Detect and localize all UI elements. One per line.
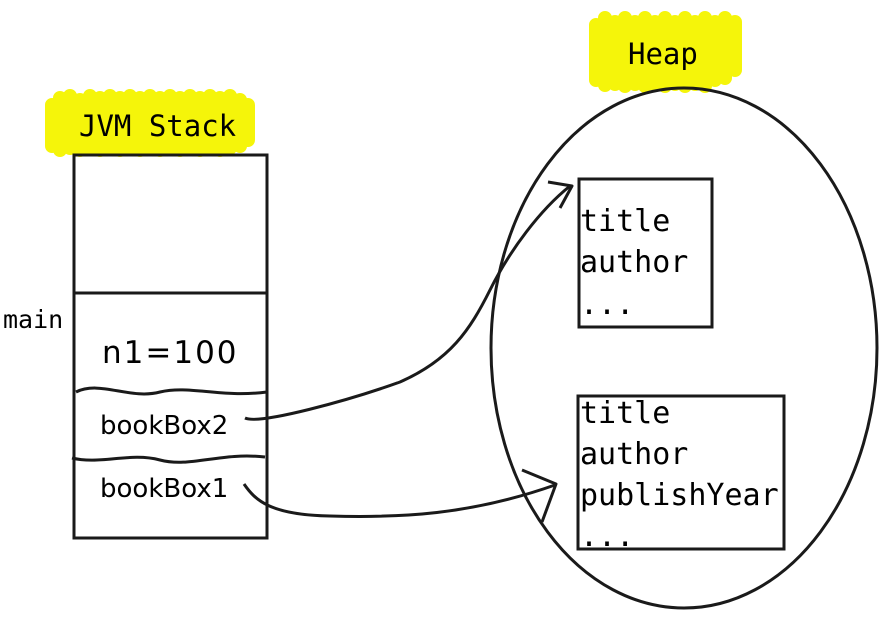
arrowhead-object2 — [521, 468, 558, 523]
arrow-bookBox1-to-object2 — [242, 483, 556, 518]
heap-title: Heap — [628, 37, 698, 71]
heap-object-2 — [576, 394, 786, 551]
object2-field: ... — [580, 519, 635, 554]
stack-var-bookBox1: bookBox1 — [100, 474, 229, 504]
wavy-separator-upper — [75, 386, 268, 396]
object2-field: author — [580, 437, 689, 472]
object2-field: publishYear — [580, 478, 779, 513]
stack-title-highlight — [45, 89, 255, 157]
stack-var-bookBox2: bookBox2 — [100, 411, 229, 441]
object1-field: author — [580, 245, 689, 280]
arrow-bookBox2-to-object1 — [244, 184, 571, 421]
object1-field: title — [580, 204, 671, 239]
heap-title-highlight — [589, 11, 742, 93]
wavy-separator-lower — [71, 454, 266, 464]
handwritten-variable: n1=100 — [102, 335, 239, 371]
stack-title: JVM Stack — [79, 109, 237, 143]
object2-field: title — [580, 396, 671, 431]
stack-box — [72, 153, 269, 540]
object1-field: ... — [580, 287, 635, 322]
arrowhead-object1 — [547, 180, 574, 209]
main-frame-label: main — [3, 305, 64, 334]
heap-object-1 — [577, 177, 714, 329]
heap-ellipse — [489, 86, 879, 610]
